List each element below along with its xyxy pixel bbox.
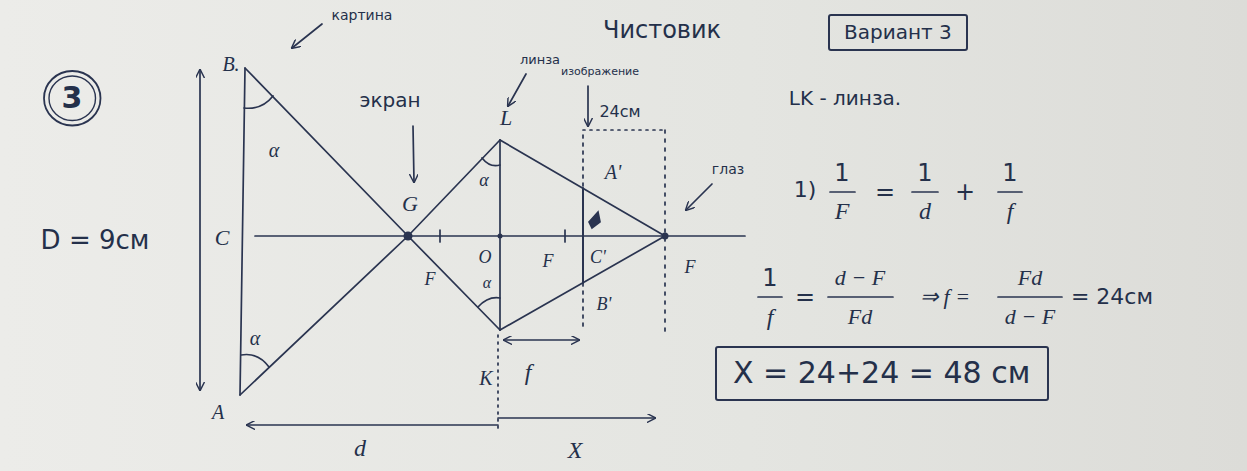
formula-part: 1 [1002,160,1017,186]
pointer-label: экран [359,89,420,111]
focus-label: F [543,252,554,272]
pointer-arrow [413,126,414,182]
point-label: B. [222,53,239,75]
point-label: B' [597,295,612,315]
point-dot [662,233,669,240]
heading-note: Чистовик [603,17,721,43]
angle-arc [244,96,273,108]
dimension-label: f [525,359,532,385]
focus-label: F [685,258,696,278]
formula-part: 1 [762,265,777,291]
focus-tick [439,230,441,242]
pointer-arrow [587,86,589,126]
formula-part: 1 [834,160,849,186]
ray [245,68,500,330]
angle-label: α [250,327,261,349]
fraction-bar [758,296,782,298]
image-line [582,188,584,283]
distance-arrow [504,339,579,341]
dashed-guide [582,135,584,188]
point-label: K [479,367,492,389]
point-label: C [215,226,230,250]
focus-label: F [425,270,436,290]
dimension-label: X [568,437,583,463]
node-text: 3 [62,81,83,116]
fraction-bar [828,296,893,298]
height-arrow [199,70,201,390]
point-label: C' [590,248,606,268]
dimension-label: d [354,435,366,461]
angle-arc [241,355,269,368]
fraction-bar [830,191,855,193]
formula-part: Fd [1018,266,1042,290]
hatch-mark [589,212,600,228]
distance-arrow [247,424,498,426]
picture-line [240,68,245,395]
dimension-label: 24см [599,103,640,121]
formula-part: = [875,179,895,205]
dimension-label: D = 9см [41,226,150,255]
node-text: X = 24+24 = 48 см [733,356,1031,391]
pointer-arrow [292,24,322,48]
fraction-bar [912,191,938,193]
angle-label: α [483,274,491,292]
pointer-label: изображение [561,66,639,78]
ray [240,140,500,395]
variant-box: Вариант 3 [828,14,968,51]
focus-tick [564,230,566,242]
fraction-bar [998,296,1062,298]
formula-part: 1 [917,160,932,186]
formula-part: = 24см [1071,285,1153,309]
formula-part: F [835,198,850,224]
circled-number: 3 [42,68,103,129]
angle-label: α [479,171,488,191]
distance-arrow [498,417,655,419]
pointer-label: линза [520,53,560,67]
pointer-arrow [508,74,526,106]
formula-part: f [1007,198,1014,224]
point-label: A' [605,161,622,183]
angle-arc [482,158,500,166]
dashed-guide [582,283,584,330]
pointer-label: глаз [712,162,744,177]
fraction-bar [998,191,1022,193]
formula-part: f [767,304,774,330]
formula-part: + [955,179,975,205]
formula-number: 1) [794,178,817,202]
formula-part: Fd [848,305,872,329]
pointer-label: картина [332,8,393,23]
answer-box: X = 24+24 = 48 см [715,346,1049,401]
point-label: O [479,248,492,268]
formula-part: d − F [835,266,885,290]
formula-part: ⇒ f = [920,285,970,309]
angle-label: α [269,139,280,161]
node-text: Вариант 3 [844,21,952,44]
pointer-arrow [686,184,712,210]
point-label: G [402,192,418,216]
point-dot [404,232,413,241]
angle-arc [478,298,500,307]
point-dot [498,234,503,239]
point-label: L [500,106,512,130]
note-text: LK - линза. [789,87,901,109]
point-label: A [212,401,224,423]
dotted-guide [583,129,665,131]
formula-part: d − F [1005,305,1055,329]
formula-part: = [795,284,815,310]
formula-part: d [919,198,931,224]
